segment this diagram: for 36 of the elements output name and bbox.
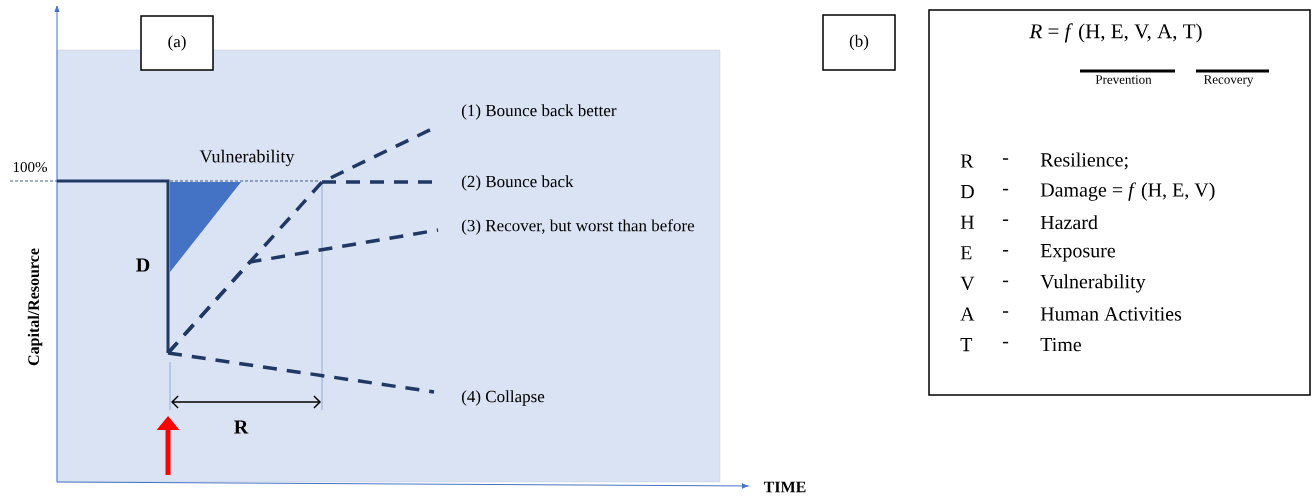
- dash-separator: -: [1002, 250, 1009, 252]
- variable-label: R: [234, 420, 249, 434]
- dash-separator: -: [1002, 158, 1009, 160]
- axis-label: Capital/Resource: [27, 248, 43, 366]
- dash-separator: -: [1002, 188, 1009, 191]
- definition-text: Damage = f (H, E, V): [1040, 182, 1215, 201]
- panel-tag: (b): [822, 14, 896, 71]
- symbol-letter: D: [960, 185, 974, 199]
- symbol-letter: H: [960, 215, 975, 229]
- definition-text: Resilience;: [1040, 152, 1128, 170]
- definition-text: Vulnerability: [1040, 274, 1146, 293]
- dash-separator: -: [1002, 311, 1009, 313]
- symbol-letter: R: [960, 154, 974, 168]
- curve-label: (2) Bounce back: [461, 175, 574, 191]
- formula: R = f (H, E, V, A, T): [1029, 23, 1202, 43]
- definition-text: Human Activities: [1040, 307, 1182, 321]
- axis-label: TIME: [763, 481, 806, 493]
- bracket-label: Prevention: [1095, 75, 1152, 84]
- percent-label: 100%: [13, 161, 47, 173]
- curve-label: (3) Recover, but worst than before: [461, 219, 695, 235]
- curve-label: Vulnerability: [199, 149, 295, 167]
- definition-text: Exposure: [1040, 244, 1116, 262]
- symbol-letter: A: [960, 307, 975, 321]
- symbol-letter: V: [960, 276, 975, 291]
- symbol-letter: T: [960, 338, 973, 352]
- symbol-letter: E: [960, 246, 972, 260]
- dash-separator: -: [1002, 219, 1009, 221]
- definition-text: Time: [1040, 337, 1082, 352]
- curve-label: (4) Collapse: [461, 390, 545, 406]
- bracket-label: Recovery: [1203, 75, 1254, 87]
- dash-separator: -: [1002, 341, 1009, 344]
- variable-label: D: [136, 258, 150, 272]
- definition-text: Hazard: [1040, 215, 1098, 230]
- curve-label: (1) Bounce back better: [461, 104, 617, 120]
- dash-separator: -: [1002, 280, 1009, 283]
- panel-tag: (a): [140, 15, 214, 71]
